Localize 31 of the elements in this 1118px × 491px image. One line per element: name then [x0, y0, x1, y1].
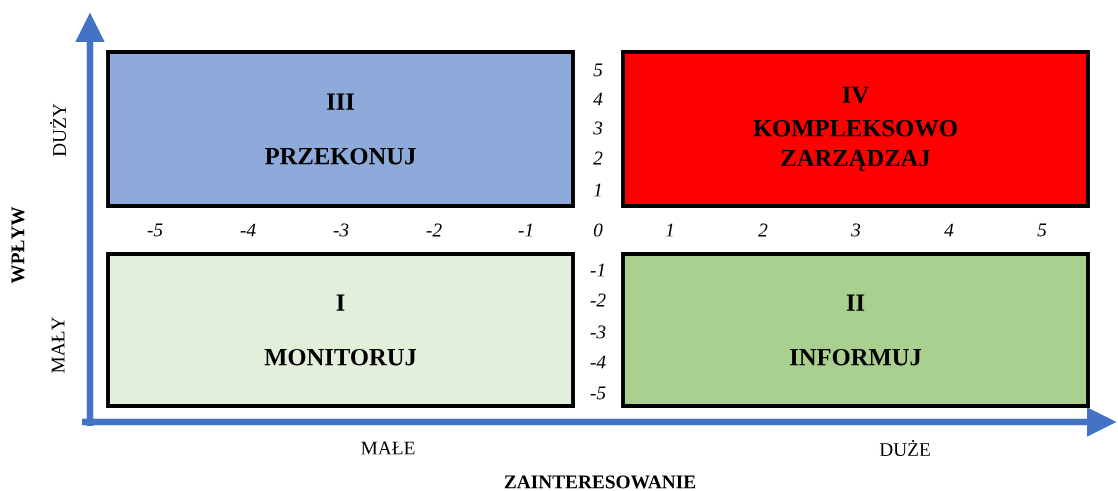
tick-label: -3 — [590, 325, 606, 339]
tick-label: 2 — [593, 151, 603, 165]
quadrant-box: I MONITORUJ — [106, 252, 575, 408]
tick-label: 2 — [758, 223, 768, 237]
axis-label: MAŁY — [51, 317, 65, 373]
tick-label: 4 — [593, 92, 603, 106]
tick-label: 4 — [944, 223, 954, 237]
tick-label: 1 — [593, 183, 601, 197]
tick-label: 3 — [593, 121, 603, 135]
quadrant-box: IV KOMPLEKSOWO ZARZĄDZAJ — [621, 50, 1090, 208]
tick-label: 1 — [665, 223, 673, 237]
tick-label: -5 — [590, 386, 606, 400]
axis-label: DUŻY — [49, 103, 67, 157]
axis-label: MAŁE — [361, 441, 415, 455]
axis-label: DUŻE — [879, 439, 930, 457]
axis-title: WPŁYW — [11, 206, 25, 284]
tick-label: -2 — [590, 293, 606, 307]
tick-label: -5 — [147, 223, 163, 237]
tick-label: 3 — [851, 223, 861, 237]
axis-title: ZAINTERESOWANIE — [504, 475, 696, 489]
tick-label: 5 — [1037, 223, 1047, 237]
tick-label: -4 — [240, 223, 256, 237]
tick-label: -4 — [590, 355, 606, 369]
tick-label: -2 — [426, 223, 442, 237]
tick-label: -1 — [590, 263, 604, 277]
tick-label: -1 — [518, 223, 532, 237]
quadrant-box: III PRZEKONUJ — [106, 50, 575, 208]
tick-label: 0 — [593, 223, 603, 237]
tick-label: 5 — [593, 63, 603, 77]
quadrant-box: II INFORMUJ — [621, 252, 1090, 408]
tick-label: -3 — [333, 223, 349, 237]
